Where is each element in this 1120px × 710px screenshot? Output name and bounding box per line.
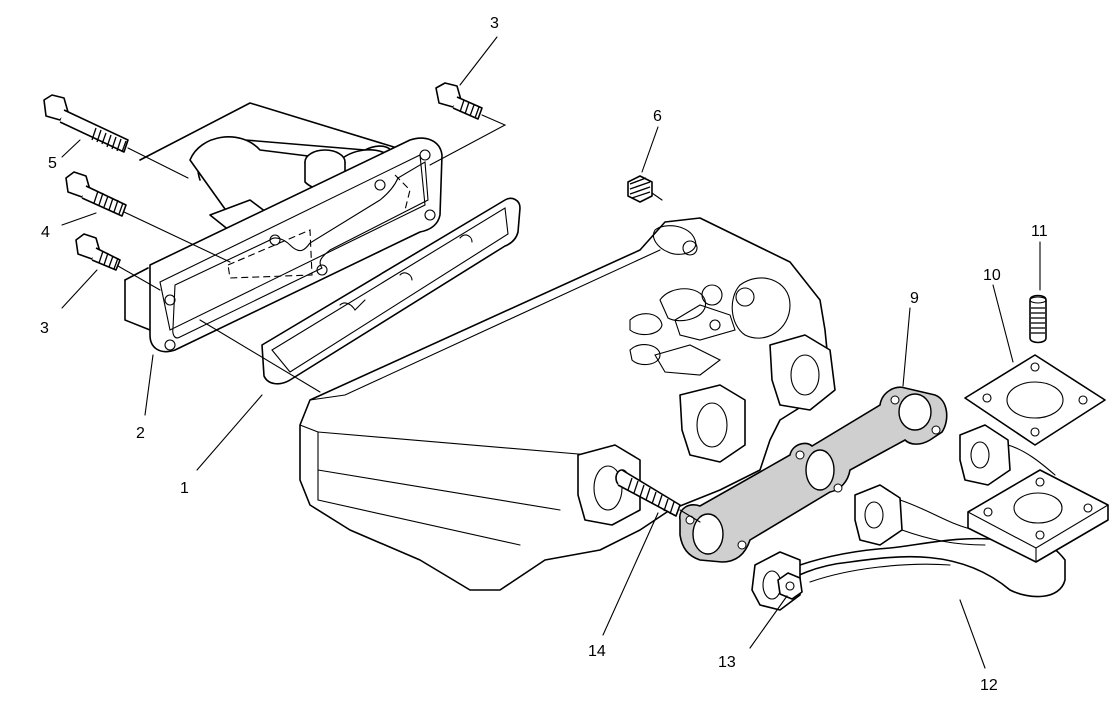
callout-labels: 1 2 3 3 4 5 6 9 10 11 12 13 14 xyxy=(40,15,1048,694)
bolt-3-left xyxy=(75,233,121,271)
callout-2: 2 xyxy=(136,425,145,442)
callout-11: 11 xyxy=(1031,223,1048,240)
nut-13 xyxy=(777,572,803,600)
exhaust-gasket-9 xyxy=(679,386,948,563)
bolt-4 xyxy=(65,171,127,217)
intake-cover xyxy=(124,102,443,353)
callout-5: 5 xyxy=(48,155,57,172)
bolt-5 xyxy=(43,94,129,153)
stud-14 xyxy=(615,469,701,523)
callout-13: 13 xyxy=(718,654,736,671)
callout-3-top: 3 xyxy=(490,15,499,32)
plug-6 xyxy=(627,175,663,203)
flange-gasket-10 xyxy=(964,354,1106,446)
callout-4: 4 xyxy=(41,224,50,241)
callout-9: 9 xyxy=(910,290,919,307)
leader-lines xyxy=(61,36,1041,669)
callout-6: 6 xyxy=(653,108,662,125)
callout-12: 12 xyxy=(980,677,998,694)
callout-10: 10 xyxy=(983,267,1001,284)
bolt-3-top xyxy=(435,82,483,120)
callout-14: 14 xyxy=(588,643,606,660)
cylinder-head xyxy=(299,217,836,591)
callout-1: 1 xyxy=(180,480,189,497)
stud-11 xyxy=(1029,294,1047,344)
intake-gasket xyxy=(261,197,521,385)
callout-3-left: 3 xyxy=(40,320,49,337)
exhaust-manifold-12 xyxy=(751,424,1109,611)
